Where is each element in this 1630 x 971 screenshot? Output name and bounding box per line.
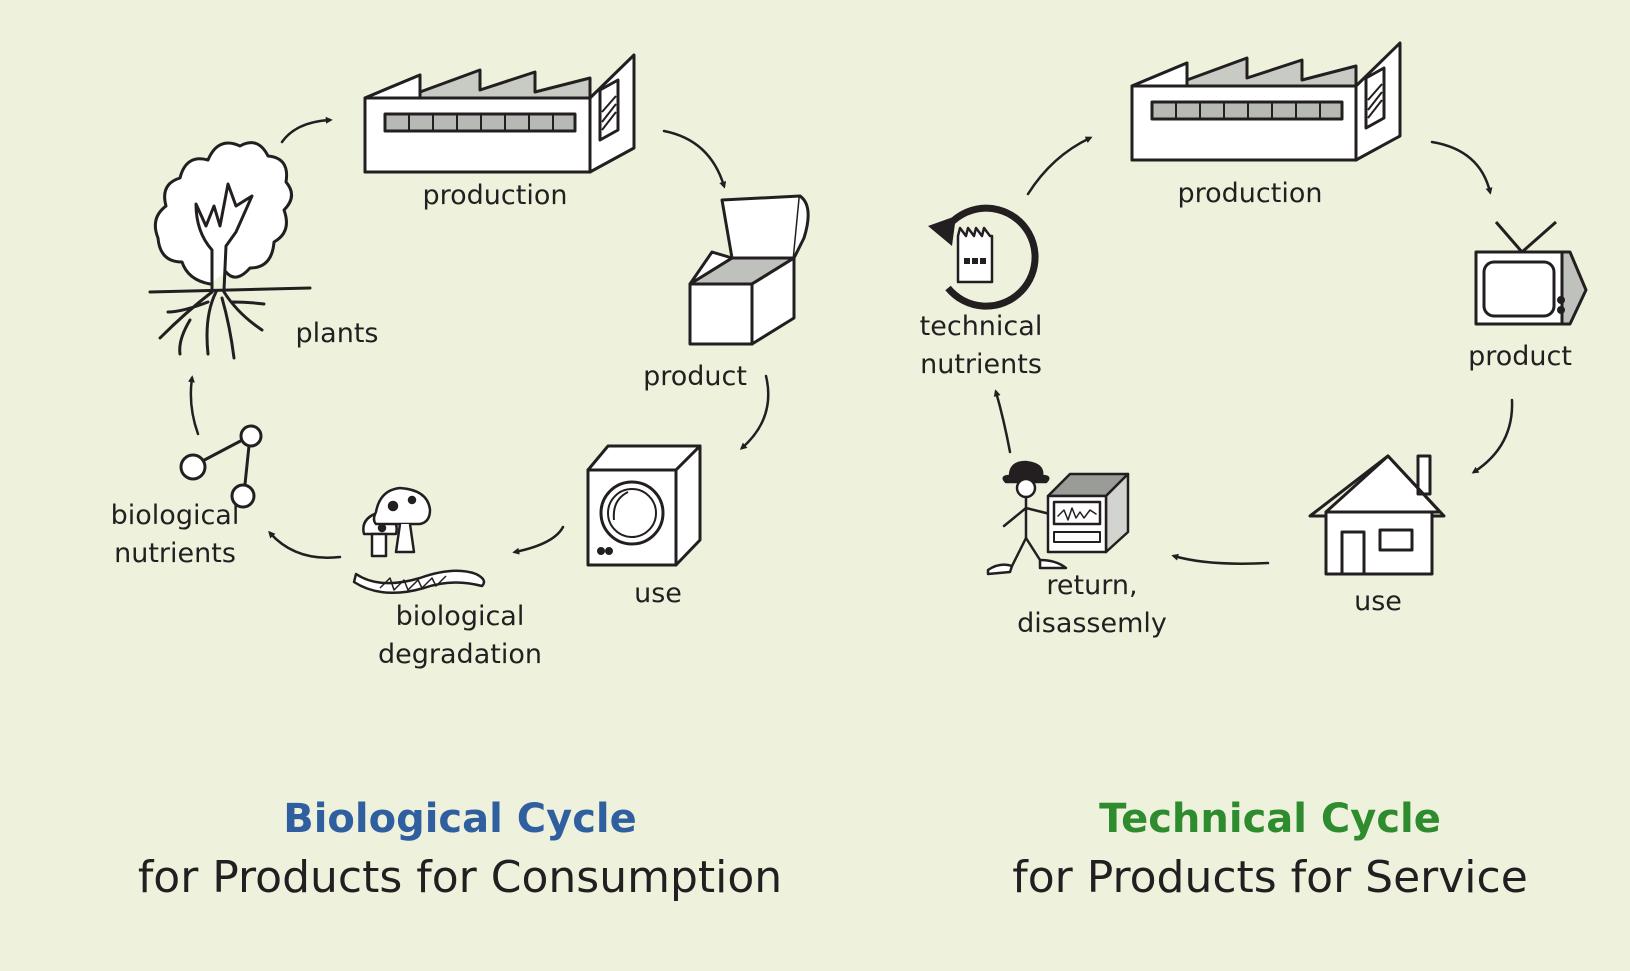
tech-label-return-disassembly: return, disassemly: [1017, 570, 1167, 639]
mushroom-worm-icon: [352, 486, 486, 594]
arrow-icon: [280, 116, 333, 144]
arrow-icon: [1430, 140, 1493, 195]
arrow-icon: [993, 389, 1012, 454]
bio-label-plants: plants: [295, 318, 379, 349]
bio-label-biological-nutrients: biological nutrients: [110, 500, 240, 569]
tech-label-product: product: [1468, 341, 1572, 372]
recycle-factory-icon: [928, 204, 1039, 310]
biological-cycle-subtitle: for Products for Consumption: [137, 852, 783, 903]
technical-cycle-subtitle: for Products for Service: [1012, 852, 1528, 903]
arrow-icon: [662, 129, 727, 189]
person-with-machine-icon: [986, 460, 1130, 576]
bio-label-product: product: [643, 361, 747, 392]
arrow-icon: [1171, 553, 1270, 565]
arrow-icon: [739, 374, 770, 450]
factory-icon: [1130, 41, 1402, 162]
bio-label-biological-degradation: biological degradation: [378, 601, 542, 670]
arrow-icon: [512, 525, 565, 555]
tech-label-production: production: [1177, 178, 1323, 209]
tech-label-technical-nutrients: technical nutrients: [919, 311, 1043, 380]
tree-icon: [148, 141, 312, 360]
house-icon: [1308, 454, 1446, 576]
television-icon: [1474, 220, 1588, 326]
washing-machine-icon: [586, 444, 702, 567]
arrow-icon: [187, 375, 200, 436]
arrow-icon: [1471, 398, 1514, 474]
biological-cycle-title: Biological Cycle: [283, 796, 637, 842]
bio-label-use: use: [634, 578, 682, 609]
tech-label-use: use: [1354, 586, 1402, 617]
technical-cycle-title: Technical Cycle: [1099, 796, 1441, 842]
arrow-icon: [1026, 136, 1093, 196]
bio-label-production: production: [422, 180, 568, 211]
molecule-icon: [179, 424, 263, 509]
open-box-icon: [688, 194, 810, 346]
factory-icon: [363, 53, 636, 174]
arrow-icon: [268, 530, 342, 559]
